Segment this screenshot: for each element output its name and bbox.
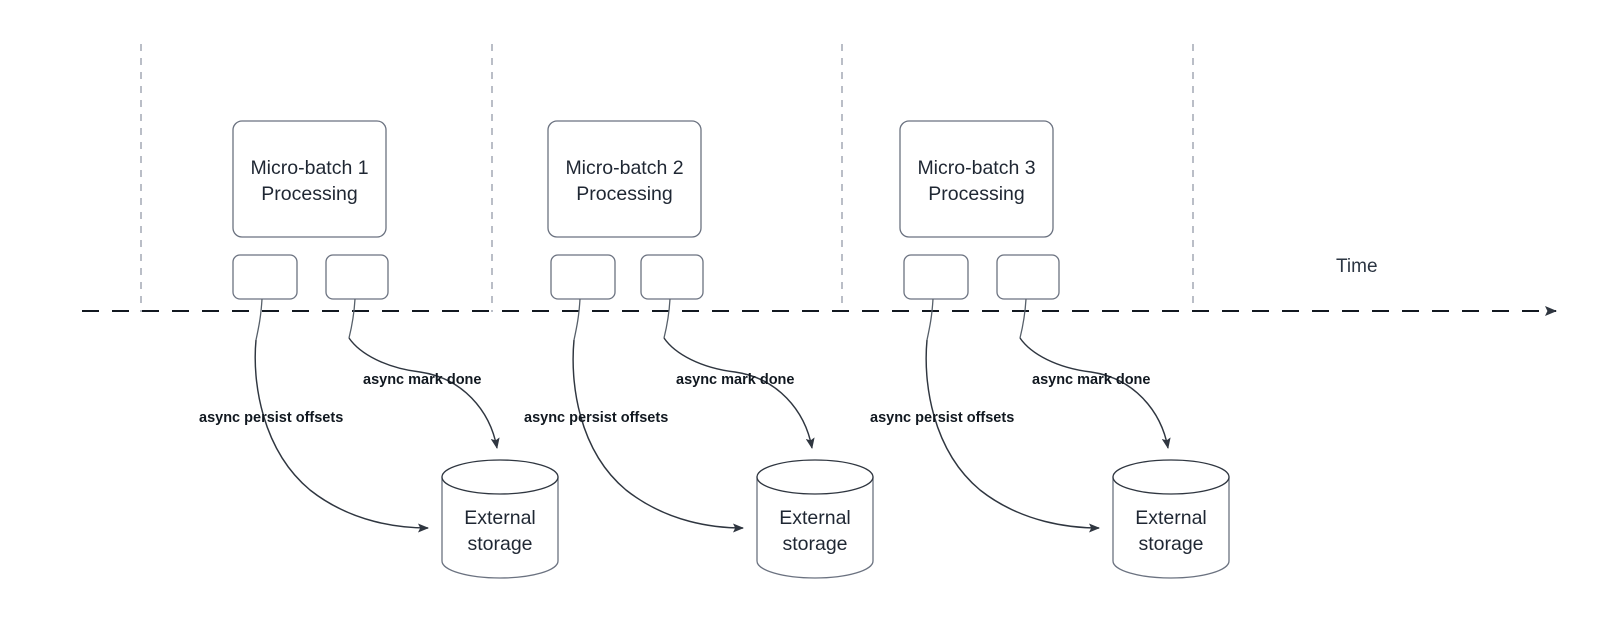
batch-2-process-box[interactable] [547, 120, 702, 238]
batch-1-group [232, 120, 559, 579]
batch-1-edge-mark-done [348, 337, 500, 449]
batch-2-edge-persist-offsets [572, 339, 744, 533]
batch-1-label-mark-done: async mark done [363, 372, 482, 388]
time-axis-label: Time [1336, 256, 1378, 277]
batch-3-storage-body [1112, 476, 1230, 579]
batch-3-label-persist-offsets: async persist offsets [870, 410, 1015, 426]
batch-2-edge-mark-done [663, 337, 815, 449]
batch-3-process-box[interactable] [899, 120, 1054, 238]
batch-2-tick-box-right[interactable] [640, 254, 704, 300]
batch-3-edge-mark-done [1019, 337, 1171, 449]
batch-1-process-box[interactable] [232, 120, 387, 238]
batch-2-label-mark-done: async mark done [676, 372, 795, 388]
batch-3-group [899, 120, 1230, 579]
batch-3-tick-box-left[interactable] [903, 254, 969, 300]
batch-2-external-storage[interactable] [756, 459, 874, 579]
batch-1-external-storage[interactable] [441, 459, 559, 579]
batch-3-edge-persist-offsets [925, 339, 1100, 533]
batch-3-external-storage[interactable] [1112, 459, 1230, 579]
batch-3-stem-right [1019, 298, 1027, 339]
batch-3-tick-box-right[interactable] [996, 254, 1060, 300]
batch-2-tick-box-left[interactable] [550, 254, 616, 300]
batch-2-stem-right [663, 298, 671, 339]
batch-2-label-persist-offsets: async persist offsets [524, 410, 669, 426]
batch-1-stem-left [255, 298, 263, 341]
batch-1-edge-persist-offsets [254, 339, 429, 533]
batch-1-label-persist-offsets: async persist offsets [199, 410, 344, 426]
batch-3-storage-top [1112, 459, 1230, 495]
batch-1-tick-box-left[interactable] [232, 254, 298, 300]
batch-1-stem-right [348, 298, 356, 339]
separator-lines [140, 44, 1194, 312]
batch-3-label-mark-done: async mark done [1032, 372, 1151, 388]
batch-1-storage-body [441, 476, 559, 579]
batch-2-group [547, 120, 874, 579]
batch-3-stem-left [926, 298, 934, 341]
batch-2-storage-top [756, 459, 874, 495]
batch-2-stem-left [573, 298, 581, 341]
batch-1-tick-box-right[interactable] [325, 254, 389, 300]
batch-2-storage-body [756, 476, 874, 579]
batch-1-storage-top [441, 459, 559, 495]
